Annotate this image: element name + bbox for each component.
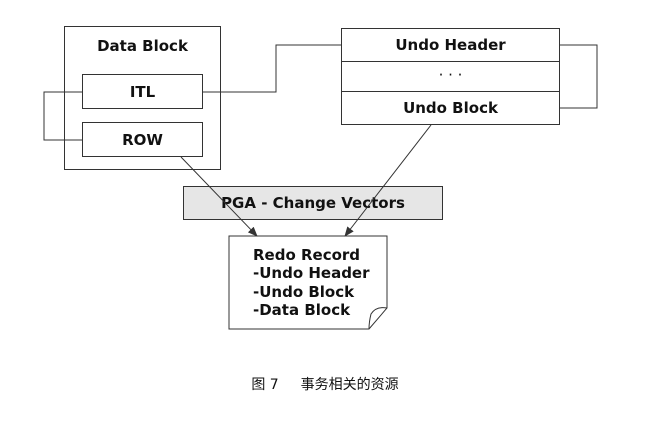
itl-row-loop-line (43, 91, 82, 141)
figure-title: 事务相关的资源 (300, 377, 399, 393)
pga-label: PGA - Change Vectors (221, 194, 405, 212)
figure-number: 图 7 (251, 377, 279, 393)
undo-ellipsis-box: · · · (341, 61, 560, 92)
arrow-row-to-redo (180, 156, 258, 237)
arrow-undo-block-to-redo (344, 124, 432, 237)
undo-header-label: Undo Header (395, 36, 506, 54)
figure-caption: 图 7 事务相关的资源 (0, 374, 650, 394)
row-box: ROW (82, 122, 203, 157)
row-label: ROW (122, 131, 163, 149)
itl-box: ITL (82, 74, 203, 109)
redo-item-undo-block: -Undo Block (253, 283, 355, 301)
itl-label: ITL (129, 83, 156, 101)
undo-block-label: Undo Block (403, 99, 498, 117)
redo-record-title: Redo Record (253, 246, 361, 264)
itl-undo-header-line (203, 44, 341, 93)
redo-record-note (228, 235, 388, 330)
redo-item-undo-header: -Undo Header (253, 264, 370, 282)
redo-item-data-block: -Data Block (253, 301, 351, 319)
pga-change-vectors-bar: PGA - Change Vectors (183, 186, 443, 220)
data-block-title: Data Block (97, 37, 188, 55)
note-fold (368, 307, 388, 330)
undo-block-box: Undo Block (341, 91, 560, 125)
undo-loop-line (560, 44, 598, 109)
undo-ellipsis-label: · · · (438, 66, 463, 84)
